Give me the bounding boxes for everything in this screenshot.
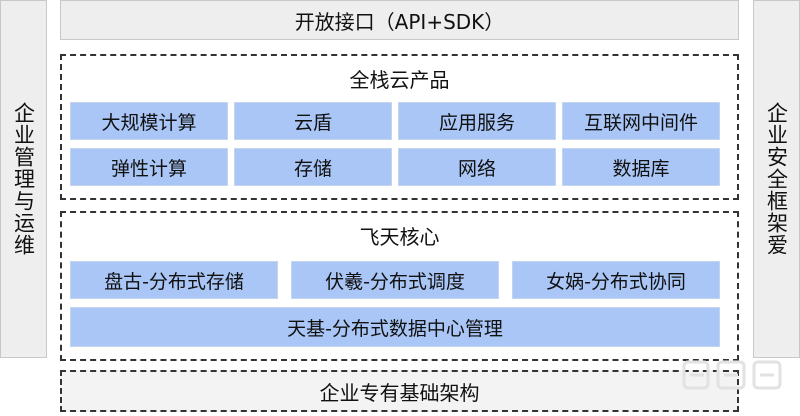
product-network: 网络 — [398, 148, 556, 186]
product-cloud-shield: 云盾 — [234, 102, 392, 140]
open-api-bar: 开放接口（API+SDK） — [60, 0, 739, 40]
core-nuwa-coordination: 女娲-分布式协同 — [512, 261, 720, 299]
feitian-core-title: 飞天核心 — [359, 225, 440, 249]
feitian-core-group: 飞天核心 盘古-分布式存储 伏羲-分布式调度 女娲-分布式协同 天基-分布式数据… — [60, 211, 739, 361]
product-database: 数据库 — [562, 148, 720, 186]
enterprise-infrastructure-bar: 企业专有基础架构 — [60, 370, 739, 412]
product-app-services: 应用服务 — [398, 102, 556, 140]
enterprise-security-label: 企业安全框架爱 — [764, 102, 789, 256]
core-pangu-storage: 盘古-分布式存储 — [70, 261, 278, 299]
cloud-products-group: 全栈云产品 大规模计算 云盾 应用服务 互联网中间件 弹性计算 存储 网络 数据… — [60, 54, 739, 200]
product-storage: 存储 — [234, 148, 392, 186]
core-fuxi-scheduling: 伏羲-分布式调度 — [291, 261, 499, 299]
product-large-scale-computing: 大规模计算 — [70, 102, 228, 140]
enterprise-ops-panel: 企业管理与运维 — [0, 0, 47, 358]
watermark-logo — [682, 360, 782, 390]
cloud-products-title: 全栈云产品 — [349, 68, 450, 92]
product-elastic-computing: 弹性计算 — [70, 148, 228, 186]
core-tianji-dc-management: 天基-分布式数据中心管理 — [70, 307, 720, 347]
enterprise-security-panel: 企业安全框架爱 — [753, 0, 800, 358]
product-internet-middleware: 互联网中间件 — [562, 102, 720, 140]
enterprise-ops-label: 企业管理与运维 — [11, 102, 36, 256]
